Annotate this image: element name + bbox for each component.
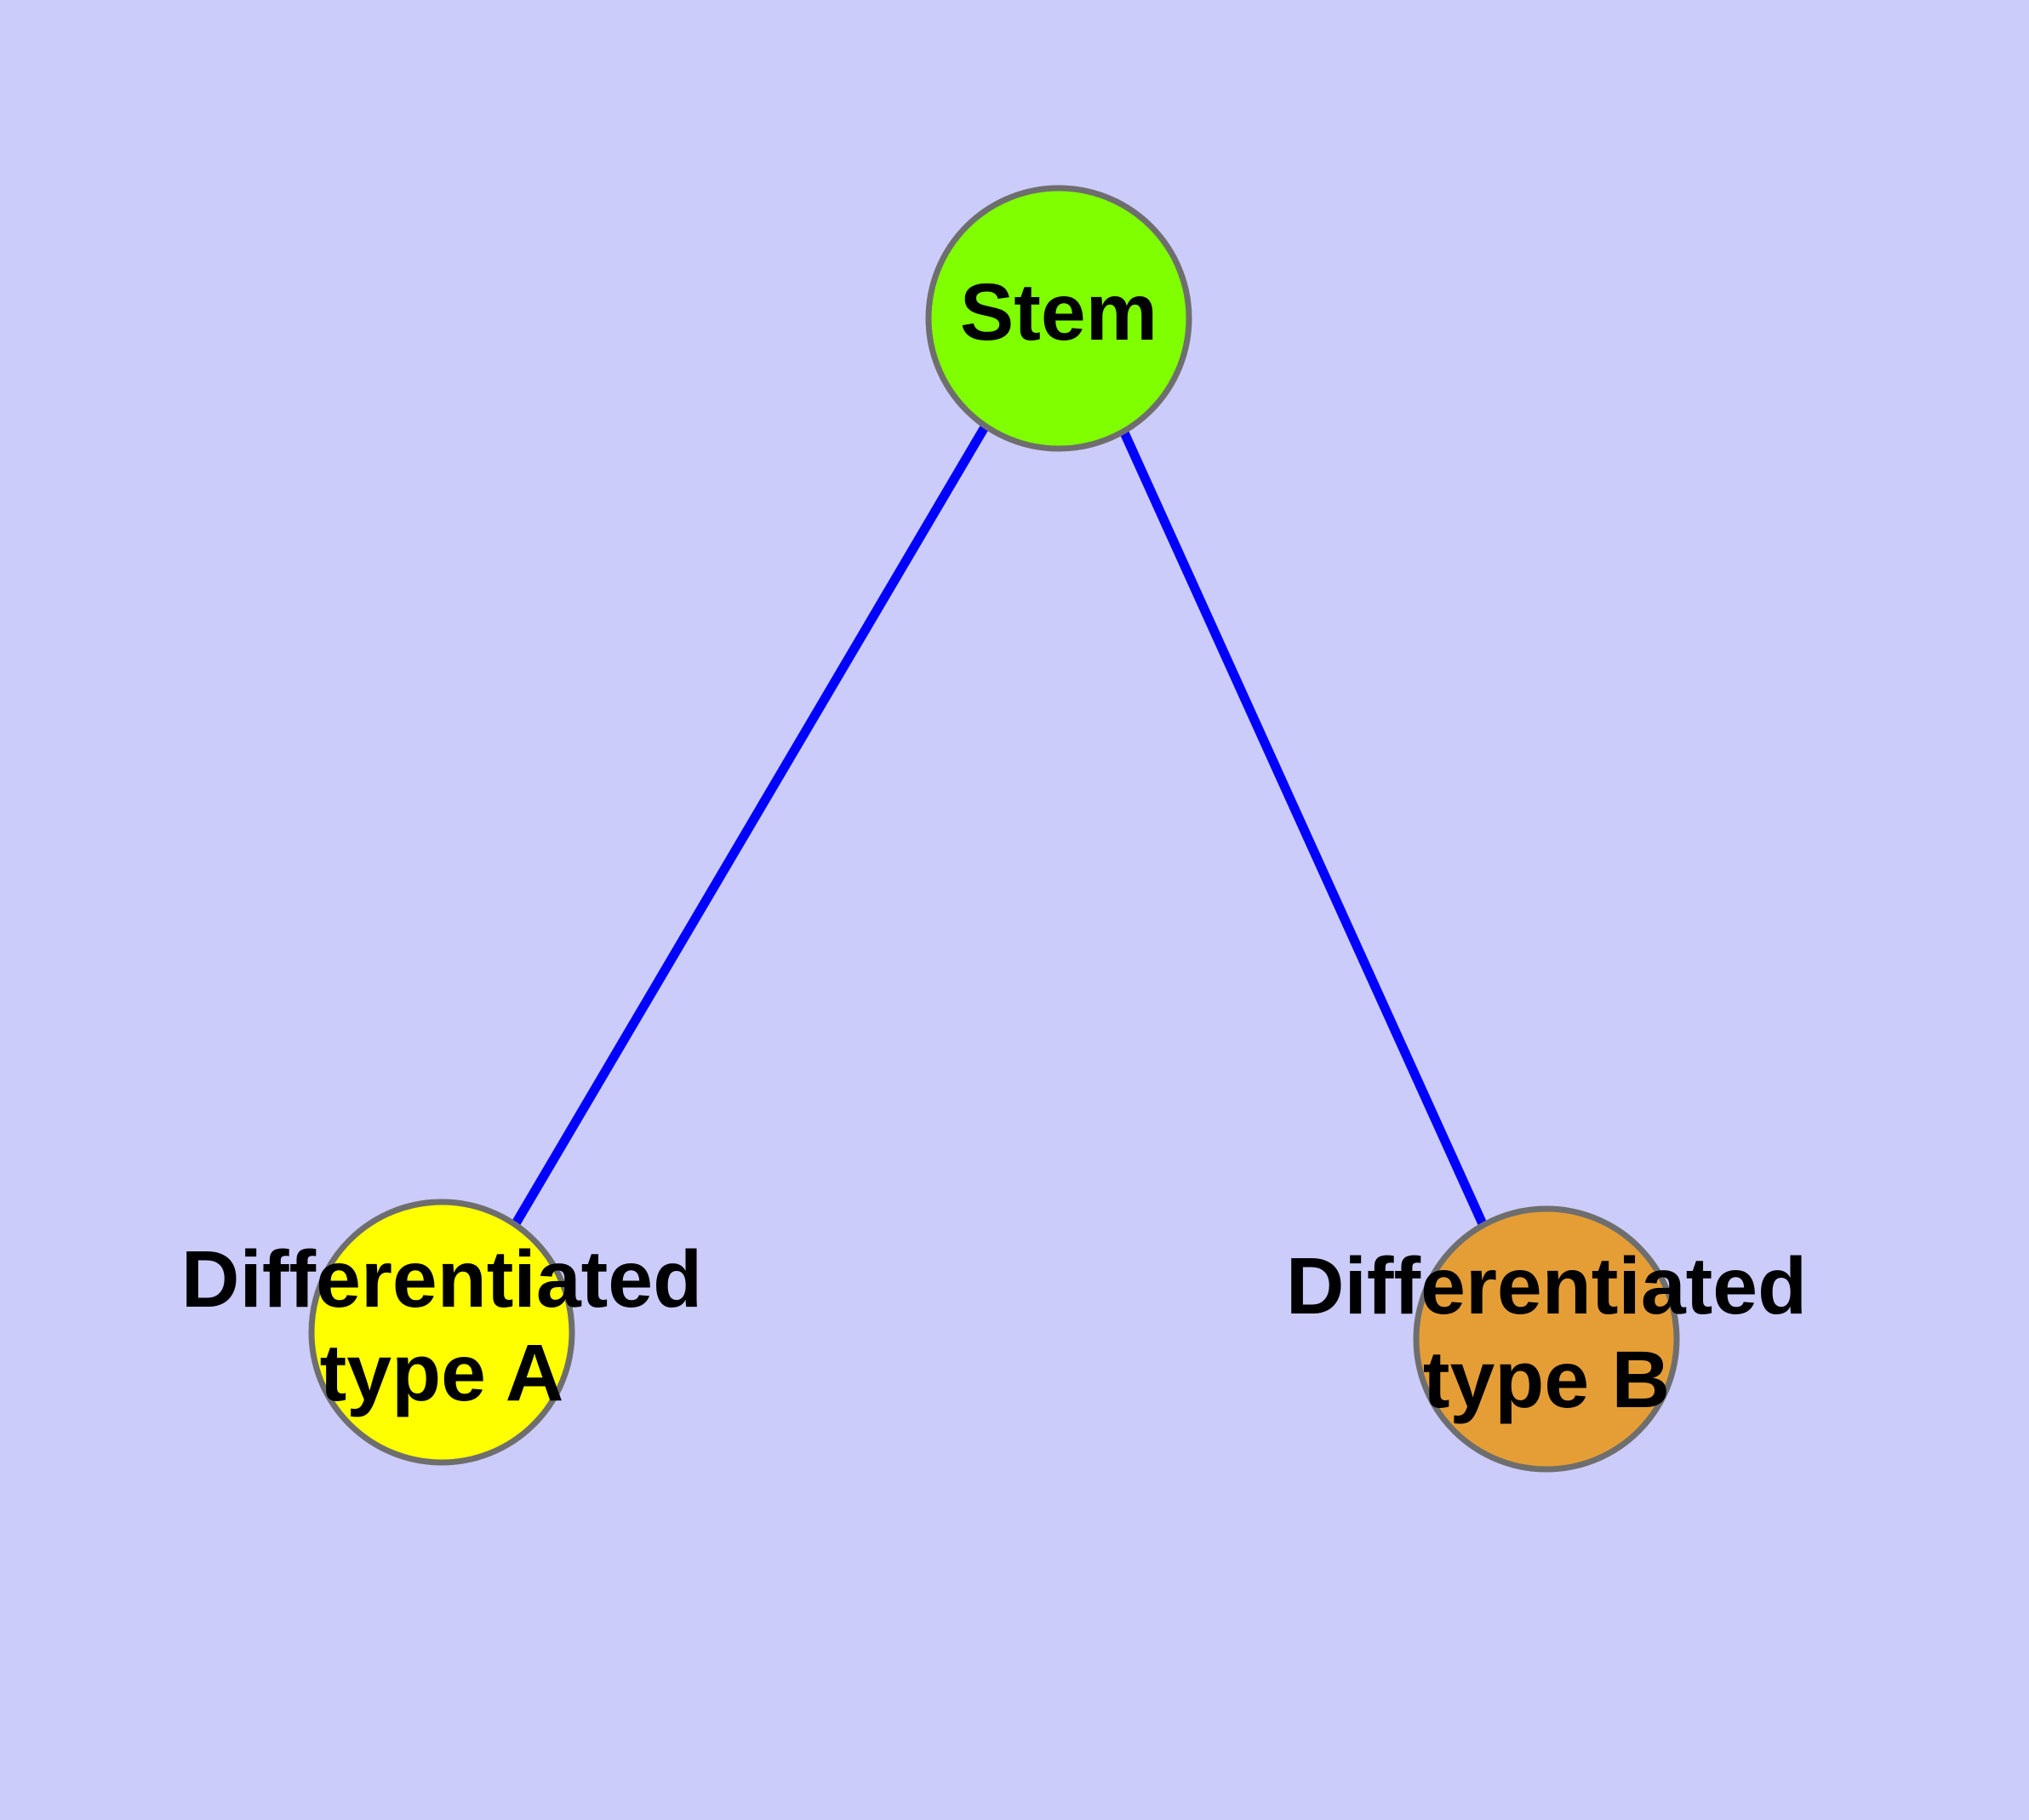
node-differentiated-type-a[interactable]: [308, 1199, 575, 1466]
node-differentiated-type-b-circle[interactable]: [1413, 1205, 1680, 1473]
node-stem-label: Stem: [960, 267, 1157, 358]
node-stem-circle[interactable]: [925, 185, 1192, 452]
node-stem[interactable]: [925, 185, 1192, 452]
edge-stem-to-differentiated-type-b: [1118, 428, 1489, 1228]
edges-layer: [511, 423, 1489, 1228]
edge-stem-to-differentiated-type-a: [511, 423, 990, 1228]
nodes-layer: [308, 185, 1680, 1473]
node-differentiated-type-b[interactable]: [1413, 1205, 1680, 1473]
node-differentiated-type-a-circle[interactable]: [308, 1199, 575, 1466]
